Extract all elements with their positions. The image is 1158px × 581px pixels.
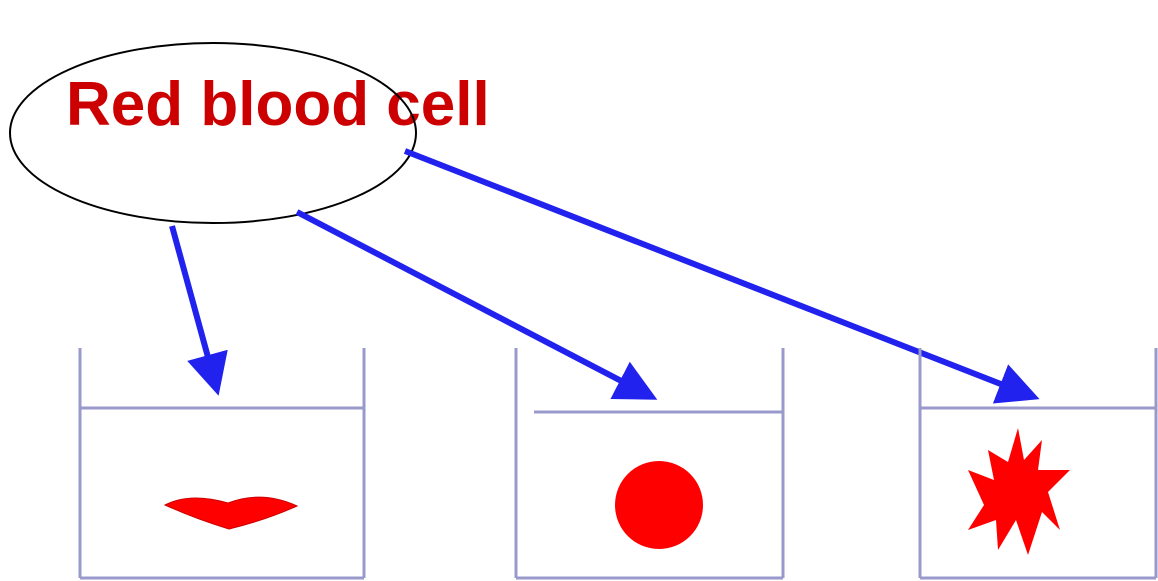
beaker-left <box>80 348 364 578</box>
title-label: Red blood cell <box>66 70 490 139</box>
burst-cell <box>968 428 1070 555</box>
arrow-to-left-beaker <box>172 226 217 390</box>
arrow-to-middle-beaker <box>297 212 652 397</box>
arrow-to-right-beaker <box>405 151 1034 397</box>
round-cell <box>615 461 703 549</box>
shrunken-cell <box>165 497 297 529</box>
